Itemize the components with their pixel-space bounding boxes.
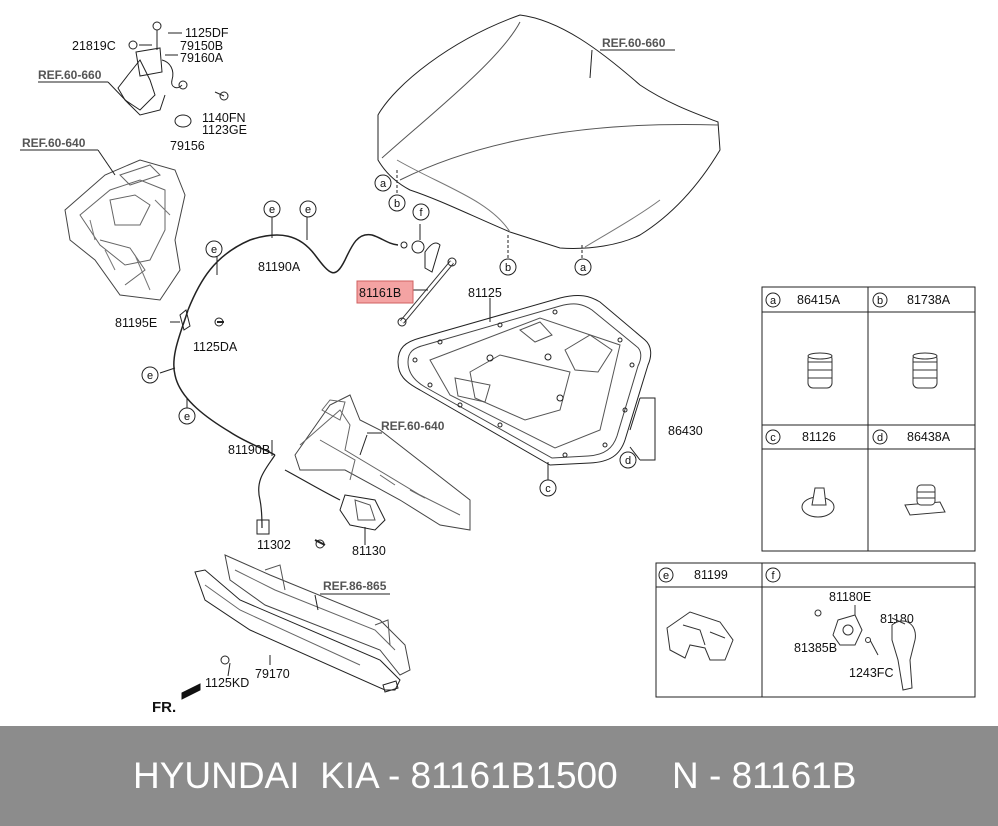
cable-clip-e-icon [666,611,734,661]
label-1125DA: 1125DA [193,340,238,354]
labels: 1125DF 21819C 79150B 79160A REF.60-660 1… [22,26,703,716]
ref-hood: REF.60-660 [602,36,666,50]
label-21819C: 21819C [72,39,116,53]
clip-d-icon [904,484,946,516]
bumper-stop-a-icon [807,352,833,389]
callouts: a b b a f e e e e e d c [141,174,637,497]
parts-table-ef: e 81199 f 81180E 81180 81385B 1243FC [655,562,976,698]
callout-b-2: b [505,262,511,274]
bumper-beam [194,554,411,693]
fender-apron-frame [20,149,186,301]
callout-b-1: b [394,198,400,210]
hood-hinge-assembly [38,21,229,128]
table-part-81199: 81199 [694,568,728,582]
ref-bumper: REF.86-865 [323,579,387,593]
label-81190B: 81190B [228,443,270,457]
label-81190A: 81190A [258,260,301,274]
callout-d: d [625,455,631,467]
table-part-86438A: 86438A [907,430,951,444]
label-86430: 86430 [668,424,703,438]
release-handle-f-icon [814,605,916,691]
hood-latch [256,454,386,549]
label-79150B: 79150B [180,39,223,53]
table-letter-a: a [770,295,777,307]
callout-e-2: e [305,204,311,216]
parts-table-abcd: a 86415A b 81738A c 81126 d 86438A [761,286,976,552]
table-letter-f: f [771,570,775,582]
ref-hinge: REF.60-660 [38,68,102,82]
footer-brand-part: HYUNDAI KIA - 81161B1500 [133,755,618,796]
ref-fender: REF.60-640 [22,136,86,150]
table-part-81385B: 81385B [794,641,837,655]
hood-inner-panel [397,294,656,480]
callout-c: c [545,483,551,495]
label-1125DF: 1125DF [185,26,229,40]
table-part-81126: 81126 [802,430,836,444]
label-1140FN: 1140FN [202,111,246,125]
ref-radiator: REF.60-640 [381,419,445,433]
callout-e-3: e [211,244,217,256]
callout-a-2: a [580,262,587,274]
table-letter-d: d [877,432,883,444]
table-part-1243FC: 1243FC [849,666,893,680]
table-letter-c: c [770,432,776,444]
radiator-support-frame [294,394,471,531]
clip-c-icon [801,487,835,518]
parts-diagram: 1125DF 21819C 79150B 79160A REF.60-660 1… [20,14,976,716]
footer-bar: HYUNDAI KIA - 81161B1500 N - 81161B [0,726,998,826]
table-part-81180E: 81180E [829,590,871,604]
callout-a-1: a [380,178,387,190]
callout-e-1: e [269,204,275,216]
highlight-box [356,280,414,304]
label-1123GE: 1123GE [202,123,247,137]
callout-f: f [419,207,423,219]
table-letter-b: b [877,295,883,307]
front-arrow-icon [181,683,201,700]
callout-e-5: e [184,411,190,423]
label-79156: 79156 [170,139,205,153]
hood-lift-strut [397,224,457,327]
label-79170: 79170 [255,667,290,681]
table-letter-e: e [663,570,669,582]
hood-panel [377,14,721,260]
label-11302: 11302 [257,538,291,552]
table-part-86415A: 86415A [797,293,841,307]
label-81195E: 81195E [115,316,157,330]
callout-e-4: e [147,370,153,382]
label-1125KD: 1125KD [205,676,249,690]
label-79160A: 79160A [180,51,224,65]
label-81130: 81130 [352,544,386,558]
bumper-stop-b-icon [912,352,938,389]
table-part-81738A: 81738A [907,293,951,307]
label-fr: FR. [152,699,176,716]
footer-part-ref: N - 81161B [672,755,857,796]
label-81161B: 81161B [359,286,401,300]
label-81125: 81125 [468,286,502,300]
hood-release-cable [159,217,408,456]
